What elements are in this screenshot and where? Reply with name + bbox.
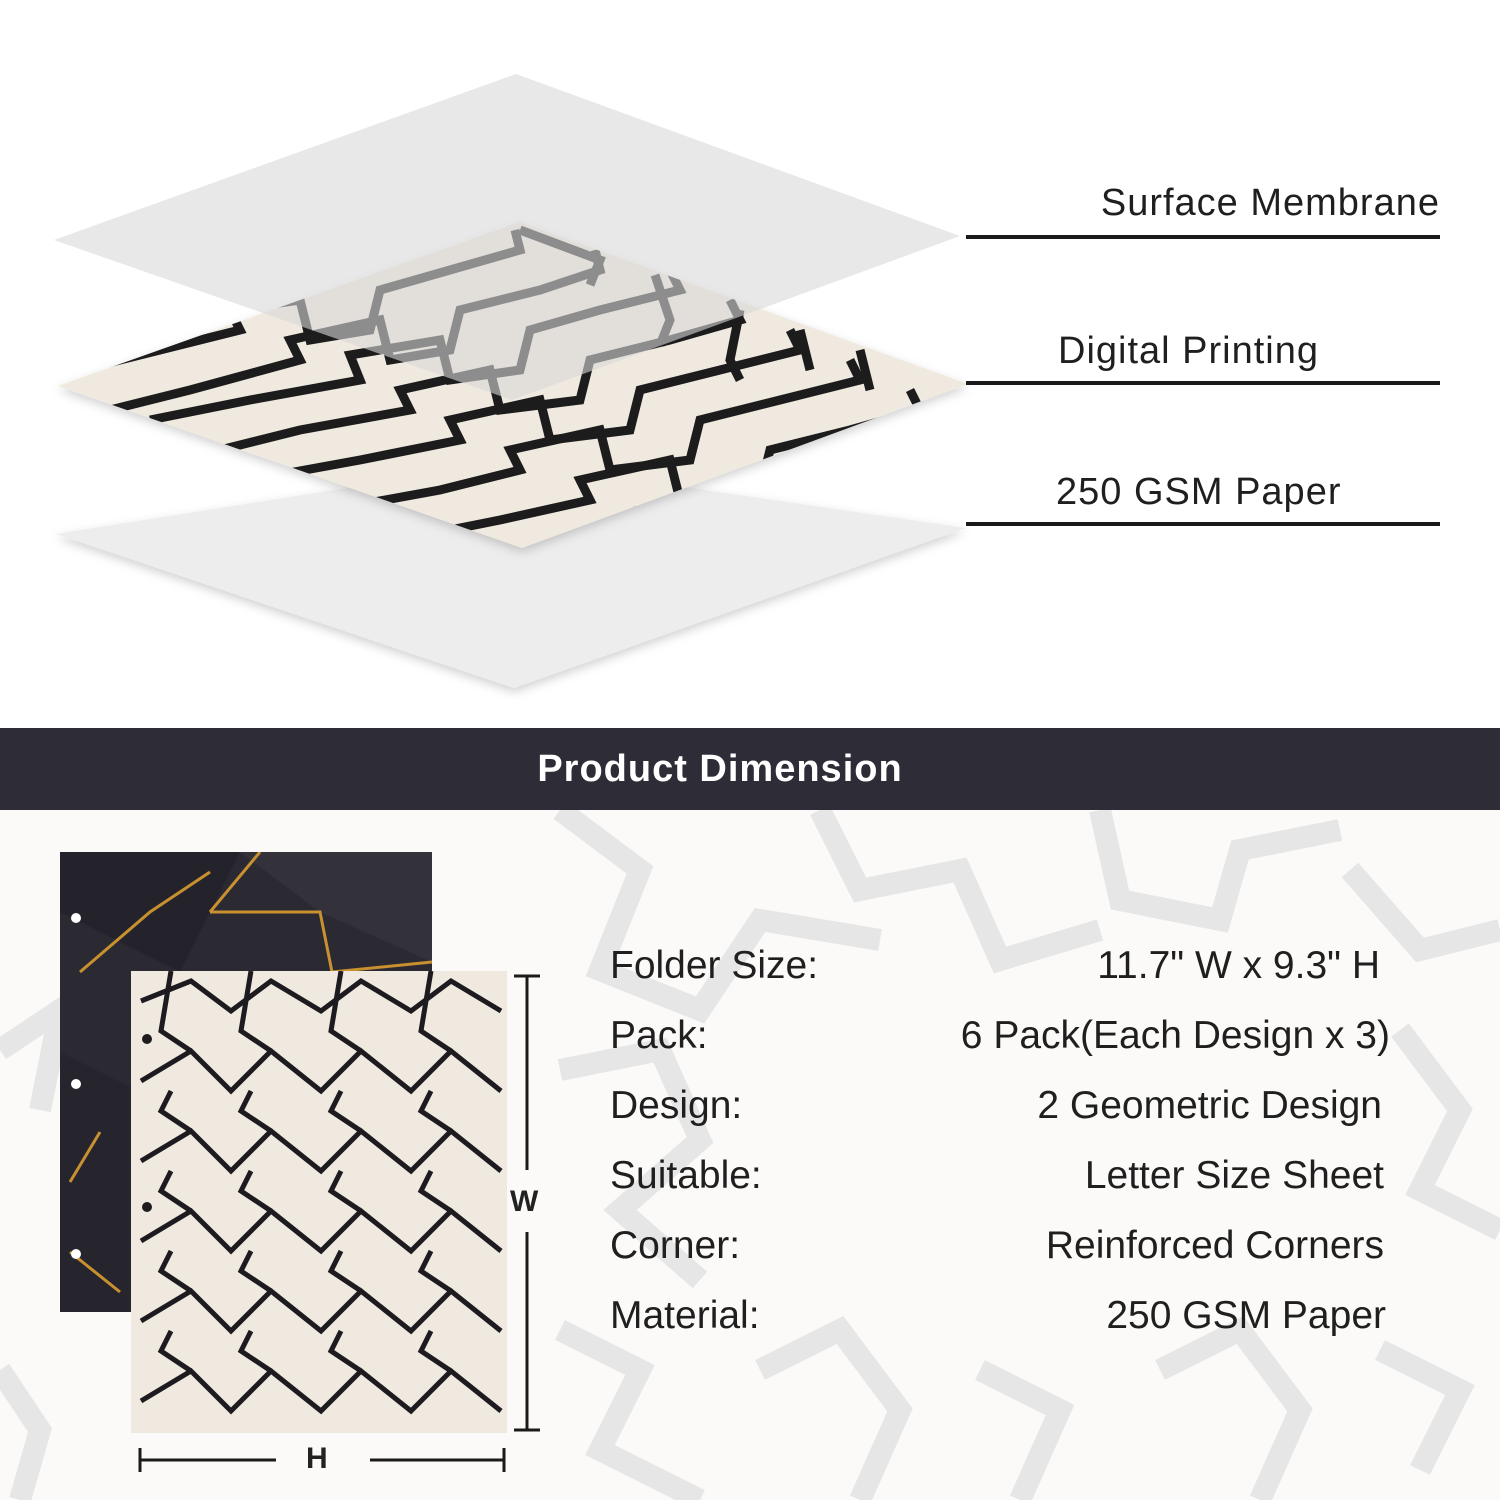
digital-printing-rule [966, 381, 1440, 385]
spec-label: Material: [610, 1294, 760, 1337]
membrane-layer [54, 74, 960, 400]
spec-row-corner: Corner: Reinforced Corners [610, 1224, 1390, 1274]
spec-value: 11.7" W x 9.3" H [1097, 944, 1380, 987]
spec-row-folder-size: Folder Size: 11.7" W x 9.3" H [610, 944, 1390, 994]
dimension-lines [138, 974, 540, 1472]
spec-value: 2 Geometric Design [1037, 1084, 1382, 1127]
spec-value: 250 GSM Paper [1106, 1294, 1386, 1337]
spec-row-suitable: Suitable: Letter Size Sheet [610, 1154, 1390, 1204]
digital-printing-label: Digital Printing [1058, 330, 1319, 372]
product-dimension-band: Product Dimension [0, 728, 1500, 810]
cream-geometric-folder [131, 971, 507, 1433]
product-dimension-heading: Product Dimension [537, 747, 903, 790]
spec-row-design: Design: 2 Geometric Design [610, 1084, 1390, 1134]
paper-rule [966, 522, 1440, 526]
surface-membrane-rule [966, 235, 1440, 239]
layers-section: Surface Membrane Digital Printing 250 GS… [0, 0, 1500, 728]
spec-label: Suitable: [610, 1154, 762, 1197]
spec-value: Letter Size Sheet [1084, 1154, 1384, 1197]
spec-label: Folder Size: [610, 944, 819, 987]
spec-label: Pack: [610, 1014, 708, 1057]
spec-row-material: Material: 250 GSM Paper [610, 1294, 1390, 1344]
width-label: W [510, 1185, 539, 1218]
background-pattern [0, 810, 1500, 1500]
paper-layer [56, 462, 966, 688]
spec-value: Reinforced Corners [1045, 1224, 1384, 1267]
surface-membrane-label: Surface Membrane [1100, 182, 1440, 224]
paper-label: 250 GSM Paper [1056, 471, 1342, 513]
height-label: H [306, 1442, 328, 1475]
layer-stack-illustration [54, 74, 968, 688]
spec-row-pack: Pack: 6 Pack(Each Design x 3) [610, 1014, 1390, 1064]
spec-value: 6 Pack(Each Design x 3) [960, 1014, 1390, 1057]
spec-label: Corner: [610, 1224, 741, 1267]
spec-label: Design: [610, 1084, 743, 1127]
